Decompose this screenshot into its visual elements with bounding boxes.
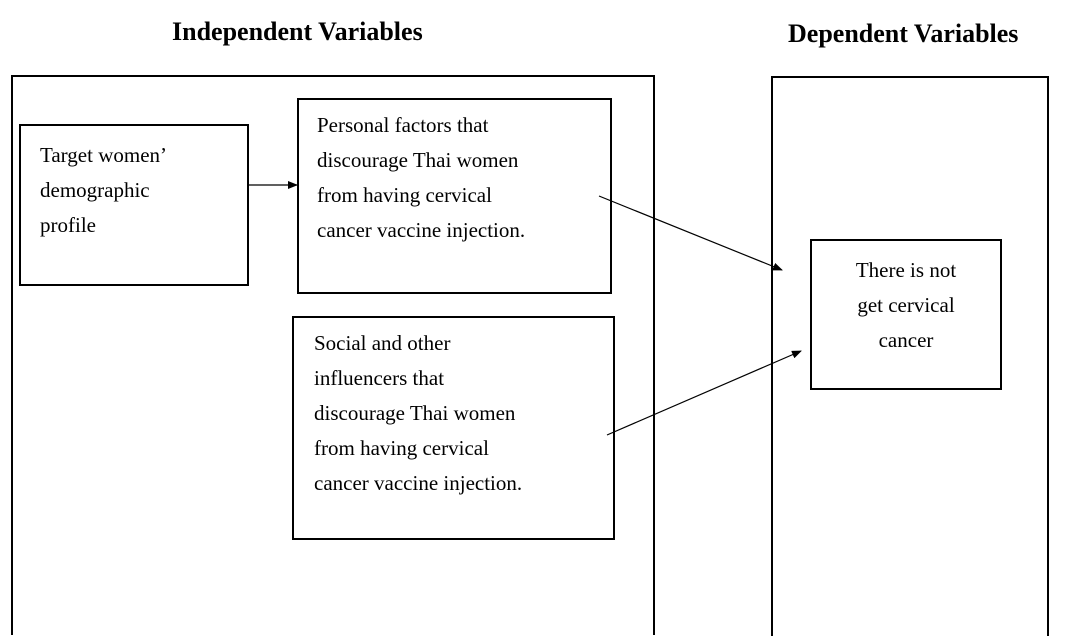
arrow-social-to-outcome [606,350,802,436]
outcome-box: There is not get cervical cancer [810,239,1002,390]
box-text-line: cancer vaccine injection. [317,218,526,242]
box-text-line: from having cervical [317,183,492,207]
demographic-profile-box: Target women’ demographic profile [19,124,249,286]
box-text-line: discourage Thai women [317,148,519,172]
box-text-line: profile [40,213,96,237]
box-text-line: cancer vaccine injection. [314,471,523,495]
box-text-line: Target women’ [40,143,168,167]
dependent-variables-frame [771,76,1049,636]
box-text-line: get cervical [857,293,955,317]
independent-variables-frame [11,75,655,635]
box-text-line: Social and other [314,331,451,355]
box-text-line: Personal factors that [317,113,489,137]
box-text-line: from having cervical [314,436,489,460]
social-influencers-box: Social and other influencers that discou… [292,316,615,540]
box-text-line: cancer [878,328,934,352]
box-text-line: discourage Thai women [314,401,516,425]
arrow-personal-to-outcome [598,195,783,271]
box-text-line: There is not [855,258,957,282]
personal-factors-box: Personal factors that discourage Thai wo… [297,98,612,294]
box-text-line: demographic [40,178,150,202]
independent-variables-heading: Independent Variables [172,17,423,46]
dependent-variables-heading: Dependent Variables [788,19,1019,48]
box-text-line: influencers that [314,366,445,390]
